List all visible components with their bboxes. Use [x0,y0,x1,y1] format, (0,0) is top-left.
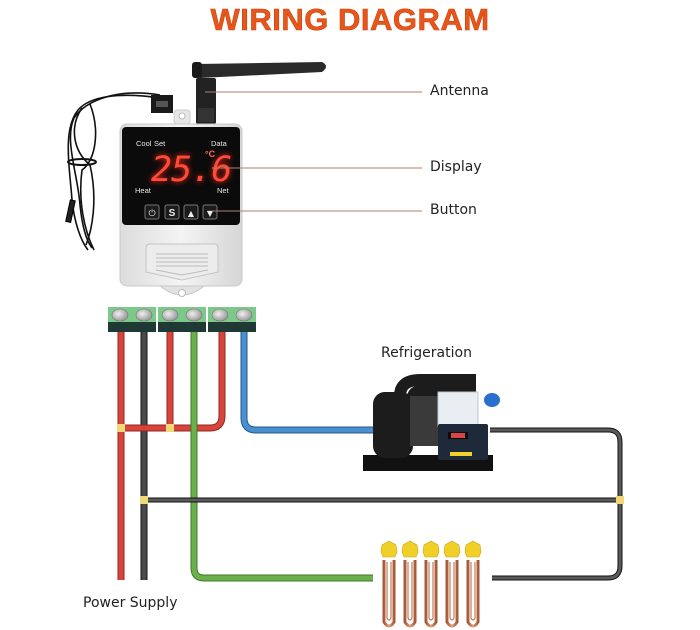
refrigeration-unit [363,374,500,471]
indicator-heat: Heat [135,186,152,195]
thermostat-controller: Cool Set Data Heat Net 25.6 °C ⏻ S ▲ ▼ [119,62,326,297]
wire-black-return [490,427,623,581]
temperature-probe [65,92,161,251]
terminal-cover [145,243,219,281]
wire-blue-refrigeration [240,330,375,434]
temperature-reading: 25.6 [151,150,231,190]
set-button[interactable]: S [164,204,180,220]
heater-cap [422,540,440,558]
device-buttons: ⏻ S ▲ ▼ [144,204,218,220]
wires [117,330,624,582]
refrigeration-label: Refrigeration [381,345,472,361]
unit-label: °C [205,149,216,159]
indicator-set: Set [154,139,166,148]
terminal-blocks [108,307,256,332]
up-arrow-icon: ▲ [188,209,195,218]
antenna-label: Antenna [430,83,489,99]
antenna [192,62,326,124]
splice-junction [166,424,174,432]
heater-elements [380,540,482,628]
indicator-net: Net [217,186,230,195]
splice-junction [117,424,125,432]
power-icon: ⏻ [148,208,155,219]
terminal-block-cool [208,307,256,332]
splice-junction [140,496,148,504]
down-arrow-icon: ▼ [207,209,214,218]
display-panel [122,127,240,225]
splice-junction [616,496,624,504]
heater-cap [380,540,398,558]
display-label: Display [430,159,482,175]
heater-cap [401,540,419,558]
terminal-block-power [108,307,156,332]
heater-element [422,540,440,628]
heater-element [401,540,419,628]
heater-cap [443,540,461,558]
power-supply-label: Power Supply [83,595,178,611]
heater-element [380,540,398,628]
indicator-cool: Cool [136,139,152,148]
button-label: Button [430,202,477,218]
probe-tip [65,199,76,223]
heater-element [443,540,461,628]
up-button[interactable]: ▲ [183,204,199,220]
diagram-title: WIRING DIAGRAM [210,2,490,38]
down-button[interactable]: ▼ [202,204,218,220]
terminal-block-heat [158,307,206,332]
power-button[interactable]: ⏻ [144,204,160,220]
heater-cap [464,540,482,558]
heater-element [464,540,482,628]
set-icon: S [169,208,176,219]
indicator-data: Data [211,139,228,148]
